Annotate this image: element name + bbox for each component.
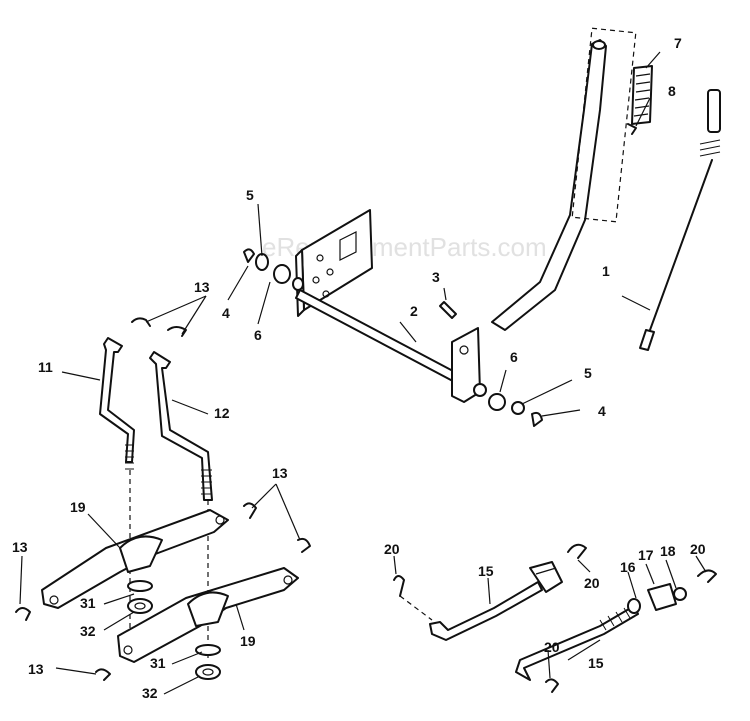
cotter-pin-13b bbox=[167, 326, 187, 337]
label-19-lower: 19 bbox=[240, 633, 256, 649]
bracket-16-17-18 bbox=[627, 583, 687, 614]
lever-grip bbox=[631, 65, 653, 125]
label-1: 1 bbox=[602, 263, 610, 279]
label-13-mid: 13 bbox=[272, 465, 288, 481]
lift-rod-1 bbox=[639, 89, 721, 351]
cotter-pin-13d bbox=[297, 537, 311, 553]
label-31-upper: 31 bbox=[80, 595, 96, 611]
washer-nut-31-32-lower bbox=[195, 644, 221, 680]
lift-link-11 bbox=[99, 337, 135, 470]
label-19-upper: 19 bbox=[70, 499, 86, 515]
spring-clip-8 bbox=[627, 123, 637, 135]
label-6-left: 6 bbox=[254, 327, 262, 343]
label-13-left: 13 bbox=[12, 539, 28, 555]
lift-lever bbox=[491, 39, 607, 331]
rod-hidden-line bbox=[399, 595, 433, 621]
label-13-bottom: 13 bbox=[28, 661, 44, 677]
pin-3 bbox=[439, 301, 457, 319]
label-7: 7 bbox=[674, 35, 682, 51]
label-17: 17 bbox=[638, 547, 654, 563]
label-20-right: 20 bbox=[690, 541, 706, 557]
cotter-pin-20d bbox=[545, 678, 559, 693]
label-18: 18 bbox=[660, 543, 676, 559]
label-4-left: 4 bbox=[222, 305, 230, 321]
label-20-left: 20 bbox=[384, 541, 400, 557]
label-12: 12 bbox=[214, 405, 230, 421]
cotter-pin-13a bbox=[131, 317, 151, 327]
rod-15-lower bbox=[515, 605, 639, 681]
label-13-top: 13 bbox=[194, 279, 210, 295]
label-20-bottom: 20 bbox=[544, 639, 560, 655]
label-16: 16 bbox=[620, 559, 636, 575]
label-5-right: 5 bbox=[584, 365, 592, 381]
lever-bracket bbox=[451, 327, 481, 403]
label-32-lower: 32 bbox=[142, 685, 158, 701]
leader-lines bbox=[19, 51, 707, 695]
label-15-lower: 15 bbox=[588, 655, 604, 671]
label-15-upper: 15 bbox=[478, 563, 494, 579]
rod-15-upper bbox=[429, 581, 543, 641]
cotter-pin-20c bbox=[697, 569, 717, 583]
label-2: 2 bbox=[410, 303, 418, 319]
label-31-lower: 31 bbox=[150, 655, 166, 671]
label-32-upper: 32 bbox=[80, 623, 96, 639]
lever-hidden-outline bbox=[571, 27, 637, 223]
label-3: 3 bbox=[432, 269, 440, 285]
washer-nut-31-32-upper bbox=[127, 580, 153, 614]
label-11: 11 bbox=[38, 359, 53, 375]
lift-link-12 bbox=[149, 351, 213, 501]
label-8: 8 bbox=[668, 83, 676, 99]
label-4-right: 4 bbox=[598, 403, 606, 419]
bushing-washer-right bbox=[473, 383, 543, 427]
callout-numbers: 7 8 1 3 2 5 4 6 6 5 4 13 11 12 13 19 13 … bbox=[12, 35, 706, 701]
label-20-mid: 20 bbox=[584, 575, 600, 591]
lift-arm-19-upper bbox=[41, 509, 229, 609]
rod-yoke bbox=[529, 561, 563, 593]
bushing-washer-left bbox=[243, 248, 304, 291]
label-6-right: 6 bbox=[510, 349, 518, 365]
cotter-pin-20b bbox=[567, 543, 587, 559]
label-5-left: 5 bbox=[246, 187, 254, 203]
lift-arm-19-lower bbox=[117, 567, 299, 663]
cotter-pin-13e bbox=[15, 607, 31, 621]
cotter-pin-20a bbox=[393, 575, 405, 597]
cotter-pin-13f bbox=[95, 668, 111, 681]
